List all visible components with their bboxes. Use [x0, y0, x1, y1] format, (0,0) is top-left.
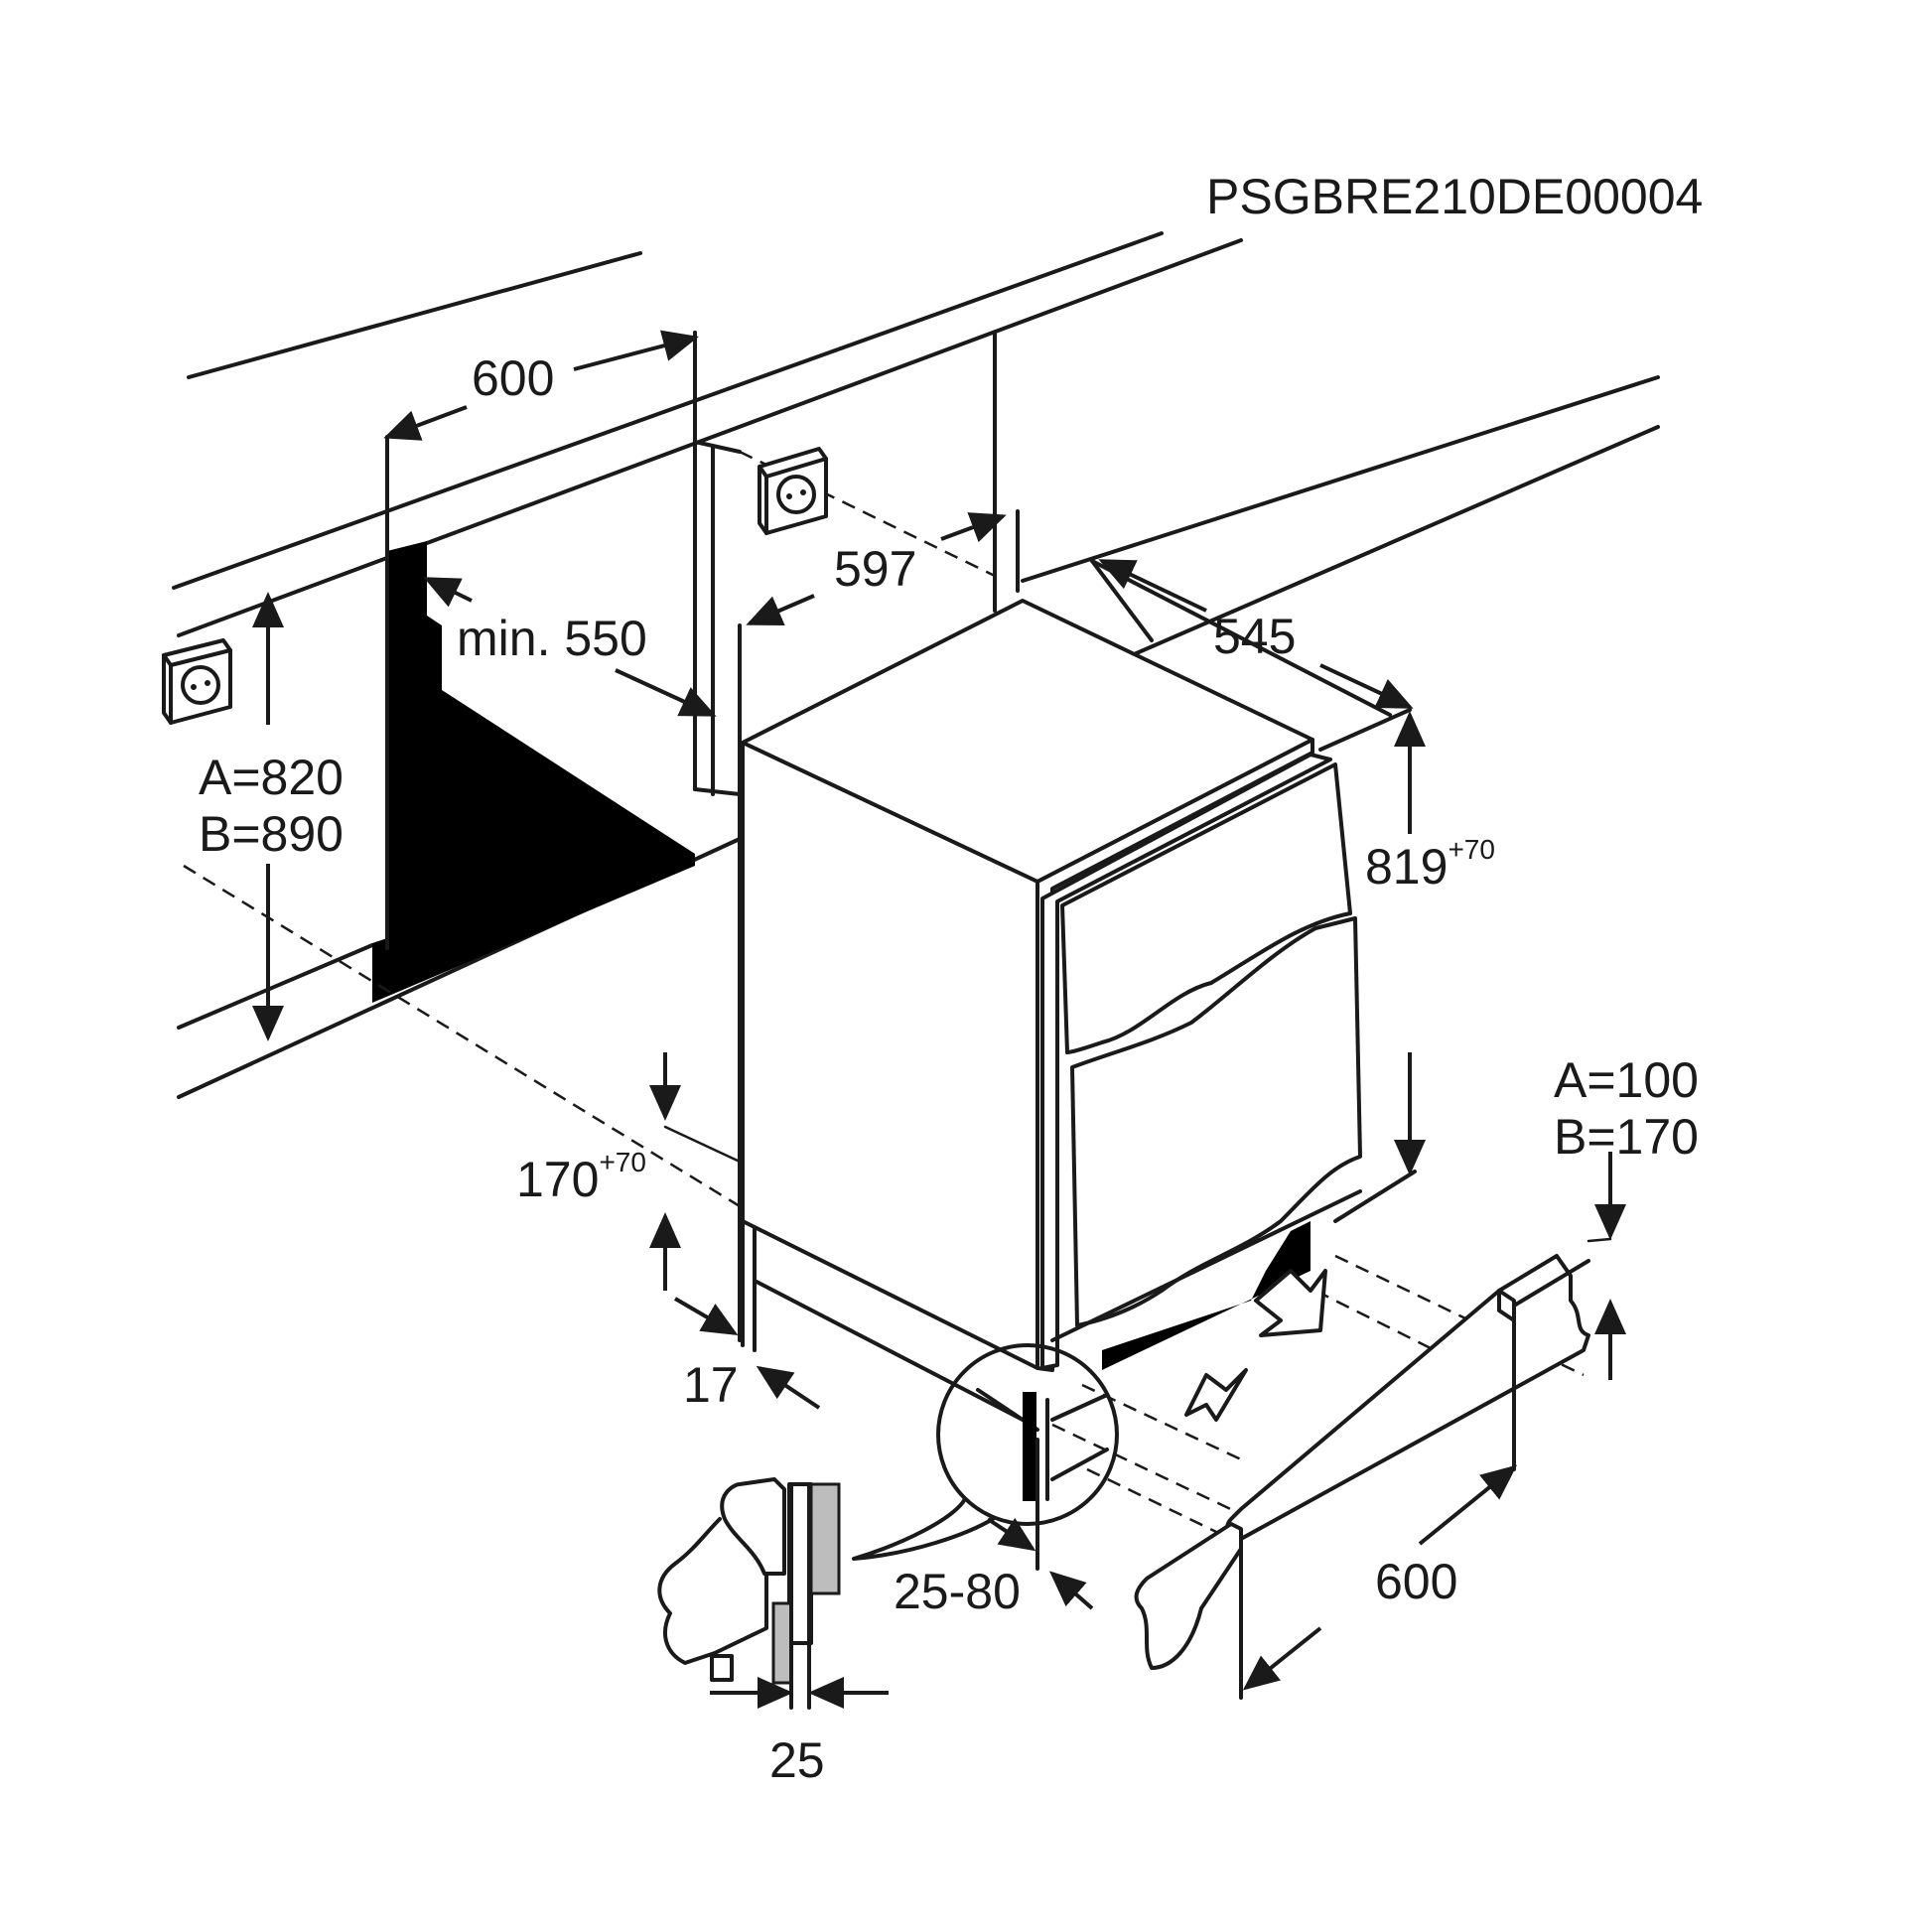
label-niche-width: 600: [472, 350, 554, 406]
model-code: PSGBRE210DE00004: [1206, 169, 1703, 224]
dim-25-80: [986, 1438, 1094, 1610]
dim-170: [649, 1052, 742, 1291]
label-worktop-a: A=820: [199, 750, 344, 805]
vent-grille: [1102, 1221, 1311, 1370]
label-plinth-offset: 25-80: [894, 1564, 1021, 1619]
label-niche-depth: min. 550: [457, 611, 647, 666]
dim-597: [738, 512, 1007, 1342]
plinth-board: [1134, 1254, 1590, 1700]
label-door-recess: 17: [683, 1357, 739, 1413]
label-worktop-b: B=890: [199, 806, 344, 862]
dim-600-top: [383, 330, 699, 441]
airflow-out-arrow-icon: [1254, 1269, 1327, 1337]
dim-17: [673, 1297, 821, 1410]
label-appliance-height: 819+70: [1365, 834, 1495, 895]
label-plinth-height-tol: +70: [599, 1147, 646, 1177]
label-door-gap: 25: [769, 1732, 825, 1788]
magnifier-callout: [852, 1343, 1119, 1561]
label-plinth-vent-b: B=170: [1554, 1109, 1699, 1165]
label-plinth-vent-a: A=100: [1554, 1052, 1699, 1108]
label-appliance-width: 597: [834, 541, 916, 597]
dim-100-170: [1587, 1152, 1626, 1380]
dim-819: [1318, 708, 1426, 1223]
hinge-detail-icon: [657, 1477, 841, 1710]
appliance-body: [741, 599, 1362, 1422]
socket-icon: [162, 638, 232, 725]
airflow-in-arrow-icon: [1184, 1368, 1248, 1422]
label-plinth-height: 170+70: [516, 1147, 646, 1207]
niche-shadow: [372, 541, 695, 1003]
label-appliance-height-tol: +70: [1448, 834, 1495, 865]
dim-545: [1090, 559, 1414, 717]
worktop-lines: [172, 231, 1660, 1099]
label-plinth-width: 600: [1375, 1554, 1457, 1609]
label-appliance-depth: 545: [1213, 609, 1296, 664]
dim-min550: [423, 577, 717, 717]
label-appliance-height-value: 819: [1365, 839, 1448, 895]
dim-600-plinth: [1242, 1464, 1518, 1691]
label-plinth-height-value: 170: [516, 1152, 599, 1207]
socket-icon: [758, 447, 828, 535]
